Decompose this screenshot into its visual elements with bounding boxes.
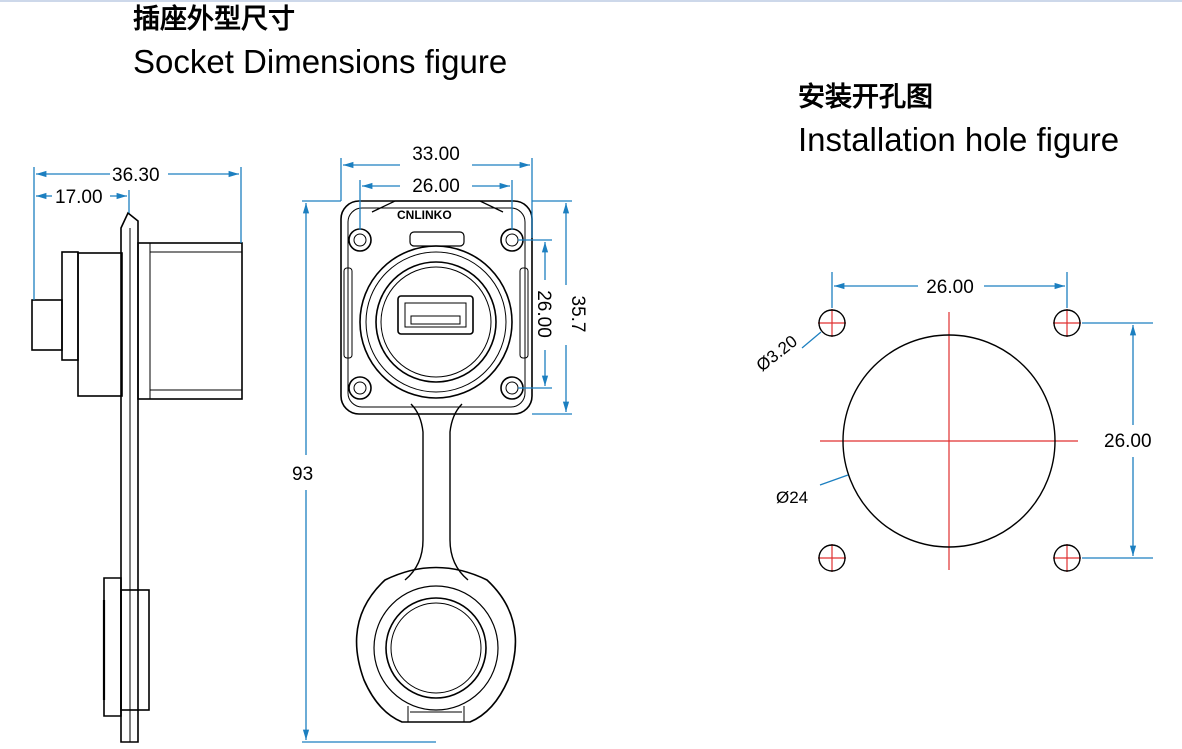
install-holes	[818, 309, 1081, 572]
install-centerlines	[818, 309, 1081, 572]
mount-hole-bl	[818, 544, 846, 572]
socket-title-en: Socket Dimensions figure	[133, 43, 508, 80]
side-view-dimensions	[33, 167, 242, 300]
front-view-dimensions	[302, 158, 572, 743]
dim-hole-spacing-h: 26.00	[412, 176, 460, 197]
dust-cap	[355, 566, 517, 723]
dim-flange-depth: 17.00	[55, 187, 103, 208]
dim-flange-width: 33.00	[412, 144, 460, 165]
dim-hole-spacing-v: 26.00	[533, 290, 554, 338]
dim-mount-hole-diameter: Ø3.20	[753, 332, 801, 375]
receptacle-ring	[359, 245, 513, 399]
dim-overall-height: 93	[292, 464, 313, 485]
usb-port	[397, 295, 474, 335]
dim-install-v: 26.00	[1104, 431, 1152, 452]
side-front-body	[137, 242, 243, 400]
install-title-en: Installation hole figure	[798, 121, 1120, 158]
front-mount-holes	[348, 228, 524, 400]
mount-hole-tl	[818, 309, 846, 337]
install-title-cn: 安装开孔图	[798, 82, 933, 112]
front-view: CNLINKO	[340, 200, 533, 723]
mount-hole-tr	[1053, 309, 1081, 337]
cap-lanyard	[404, 403, 469, 581]
side-rear-housing	[77, 252, 123, 397]
dim-install-h: 26.00	[926, 277, 974, 298]
mount-hole-br	[1053, 544, 1081, 572]
dim-flange-height: 35.7	[567, 296, 588, 333]
top-border-line	[0, 0, 1182, 2]
dim-overall-depth: 36.30	[112, 165, 160, 186]
brand-logo: CNLINKO	[397, 208, 452, 222]
side-cap	[103, 577, 122, 717]
socket-title-cn: 插座外型尺寸	[133, 4, 295, 34]
side-view	[31, 211, 243, 743]
center-cutout	[842, 334, 1056, 548]
dim-center-hole-diameter: Ø24	[776, 488, 808, 507]
install-dimensions	[801, 272, 1153, 559]
